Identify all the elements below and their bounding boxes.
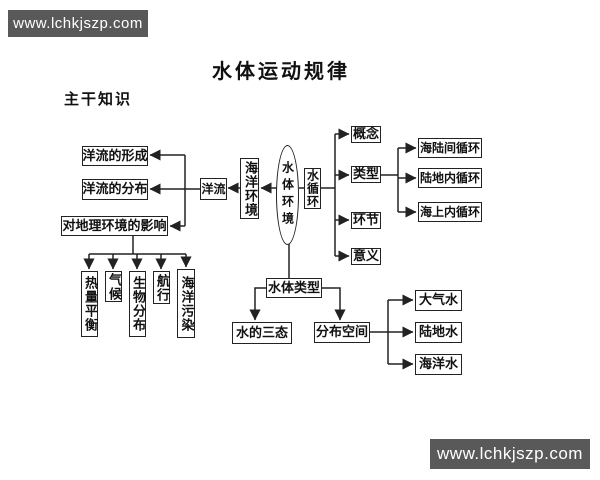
node-atmospheric-water: 大气水 — [415, 290, 462, 311]
watermark-bottom: www.lchkjszp.com — [430, 439, 590, 469]
node-water-body-type: 水体类型 — [266, 278, 322, 298]
node-cycle-concept: 概念 — [351, 126, 381, 143]
node-cycle-significance: 意义 — [351, 248, 381, 265]
node-water-body-environment: 水体环境 — [276, 145, 299, 245]
node-geo-impact: 对地理环境的影响 — [61, 216, 168, 236]
node-land-water: 陆地水 — [415, 322, 462, 343]
node-distribution-space: 分布空间 — [314, 322, 370, 343]
node-cycle-stages: 环节 — [351, 212, 381, 229]
node-current-formation: 洋流的形成 — [82, 146, 148, 166]
node-marine-internal-cycle: 海上内循环 — [418, 202, 482, 222]
node-ocean-water: 海洋水 — [415, 354, 462, 375]
node-marine-pollution: 海洋污染 — [177, 269, 195, 338]
node-cycle-type: 类型 — [351, 166, 381, 183]
node-three-states: 水的三态 — [232, 322, 292, 344]
node-water-cycle: 水循环 — [304, 168, 321, 209]
watermark-top: www.lchkjszp.com — [8, 10, 148, 37]
node-current-distribution: 洋流的分布 — [82, 179, 148, 200]
node-heat-balance: 热量平衡 — [81, 271, 98, 337]
node-marine-environment: 海洋环境 — [240, 158, 259, 219]
node-ocean-current: 洋流 — [200, 178, 227, 200]
page-title: 水体运动规律 — [212, 59, 350, 83]
node-sea-land-cycle: 海陆间循环 — [418, 138, 482, 158]
node-climate: 气候 — [105, 271, 122, 302]
section-label: 主干知识 — [64, 90, 133, 108]
node-bio-distribution: 生物分布 — [129, 271, 146, 337]
node-navigation: 航行 — [153, 271, 170, 304]
node-inland-cycle: 陆地内循环 — [418, 168, 482, 188]
